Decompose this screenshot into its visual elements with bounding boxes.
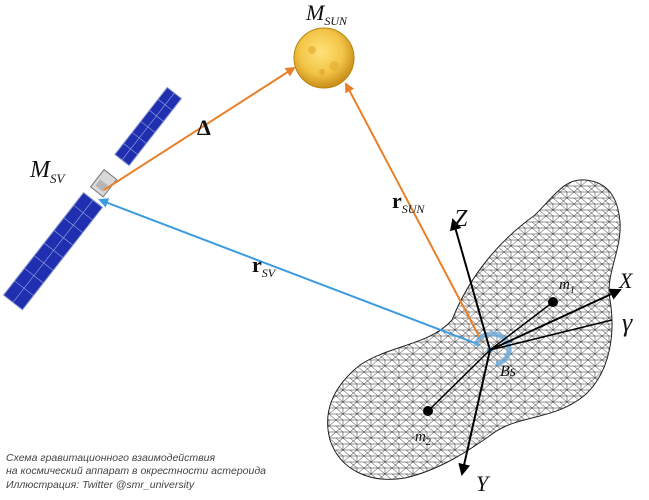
caption-line-1: Схема гравитационного взаимодействия [6,451,216,464]
label-axis-y: Y [476,471,491,496]
label-axis-x: X [618,268,634,293]
label-r-sun: rSUN [392,188,425,216]
spacecraft [2,86,183,311]
label-gamma: γ [622,308,633,337]
m2-point [423,406,433,416]
m2-line [427,349,491,412]
image-caption: Схема гравитационного взаимодействия на … [6,452,426,493]
caption-line-2: на космический аппарат в окрестности аст… [6,465,267,477]
axis-x-line [489,288,622,351]
caption-line-3: Иллюстрация: Twitter @smr_university [6,478,195,491]
r-sv-vector [98,198,481,346]
asteroid [327,179,621,480]
axis-z-line [449,218,491,351]
delta-vector [103,66,296,191]
label-bs: Bs [500,363,516,380]
label-delta: Δ [197,115,211,140]
label-axis-z: Z [454,206,468,232]
m1-point [548,297,558,307]
label-m2: m2 [415,429,431,448]
label-m1: m1 [559,277,575,296]
m1-line [489,301,554,351]
label-m-sun: MSUN [305,0,348,28]
gamma-line [489,319,613,351]
label-r-sv: rSV [252,252,277,280]
axis-y-line [458,349,491,476]
label-m-sv: MSV [29,157,67,186]
sun [293,27,355,89]
r-sun-vector [345,82,483,343]
